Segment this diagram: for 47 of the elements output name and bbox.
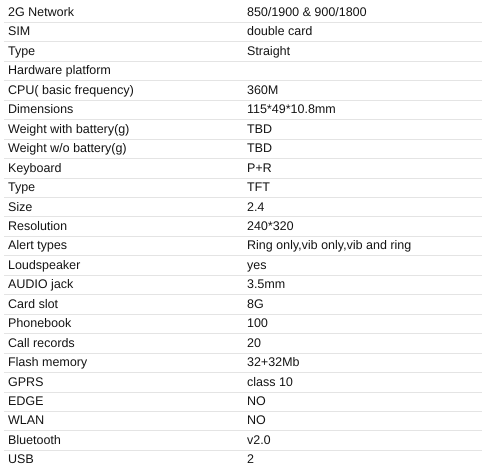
spec-value: 2.4 bbox=[247, 198, 264, 216]
spec-value: 115*49*10.8mm bbox=[247, 101, 336, 118]
spec-value: 20 bbox=[247, 334, 261, 352]
spec-value: P+R bbox=[247, 160, 272, 177]
spec-value: v2.0 bbox=[247, 432, 271, 449]
spec-value: 360M bbox=[247, 82, 278, 99]
spec-value: double card bbox=[247, 23, 312, 40]
spec-value: NO bbox=[247, 412, 266, 430]
spec-name: Weight w/o battery(g) bbox=[8, 140, 127, 158]
spec-value: Ring only,vib only,vib and ring bbox=[247, 237, 412, 254]
spec-value: TBD bbox=[247, 140, 272, 158]
spec-value: TBD bbox=[247, 120, 272, 138]
spec-name: Phonebook bbox=[8, 315, 72, 332]
spec-name: CPU( basic frequency) bbox=[8, 82, 134, 99]
spec-name: Flash memory bbox=[8, 354, 88, 372]
spec-name: Hardware platform bbox=[8, 62, 111, 80]
spec-name: Keyboard bbox=[8, 160, 62, 177]
spec-value: NO bbox=[247, 393, 266, 410]
spec-name: Card slot bbox=[8, 296, 58, 313]
spec-name: USB bbox=[8, 451, 34, 468]
spec-name: SIM bbox=[8, 23, 30, 40]
spec-value: yes bbox=[247, 256, 266, 274]
spec-value: 2 bbox=[247, 451, 254, 468]
spec-name: Alert types bbox=[8, 237, 68, 254]
spec-name: Resolution bbox=[8, 218, 68, 235]
spec-name: Weight with battery(g) bbox=[8, 120, 130, 138]
spec-value: TFT bbox=[247, 179, 270, 196]
spec-name: Call records bbox=[8, 334, 75, 352]
spec-value: 100 bbox=[247, 315, 268, 332]
spec-value: Straight bbox=[247, 42, 290, 60]
spec-name: WLAN bbox=[8, 412, 44, 430]
spec-value: 32+32Mb bbox=[247, 354, 300, 372]
spec-name: Bluetooth bbox=[8, 432, 61, 449]
spec-name: AUDIO jack bbox=[8, 276, 74, 294]
spec-name: Loudspeaker bbox=[8, 256, 80, 274]
spec-value: 850/1900 & 900/1800 bbox=[247, 4, 367, 21]
spec-name: Type bbox=[8, 42, 36, 60]
spec-name: Dimensions bbox=[8, 101, 74, 118]
spec-value: 3.5mm bbox=[247, 276, 286, 294]
spec-value: 8G bbox=[247, 296, 264, 313]
spec-name: Type bbox=[8, 179, 36, 196]
spec-name: Size bbox=[8, 198, 32, 216]
spec-name: GPRS bbox=[8, 374, 44, 391]
spec-name: EDGE bbox=[8, 393, 44, 410]
spec-name: 2G Network bbox=[8, 4, 74, 21]
spec-value: class 10 bbox=[247, 374, 293, 391]
spec-value: 240*320 bbox=[247, 218, 294, 235]
